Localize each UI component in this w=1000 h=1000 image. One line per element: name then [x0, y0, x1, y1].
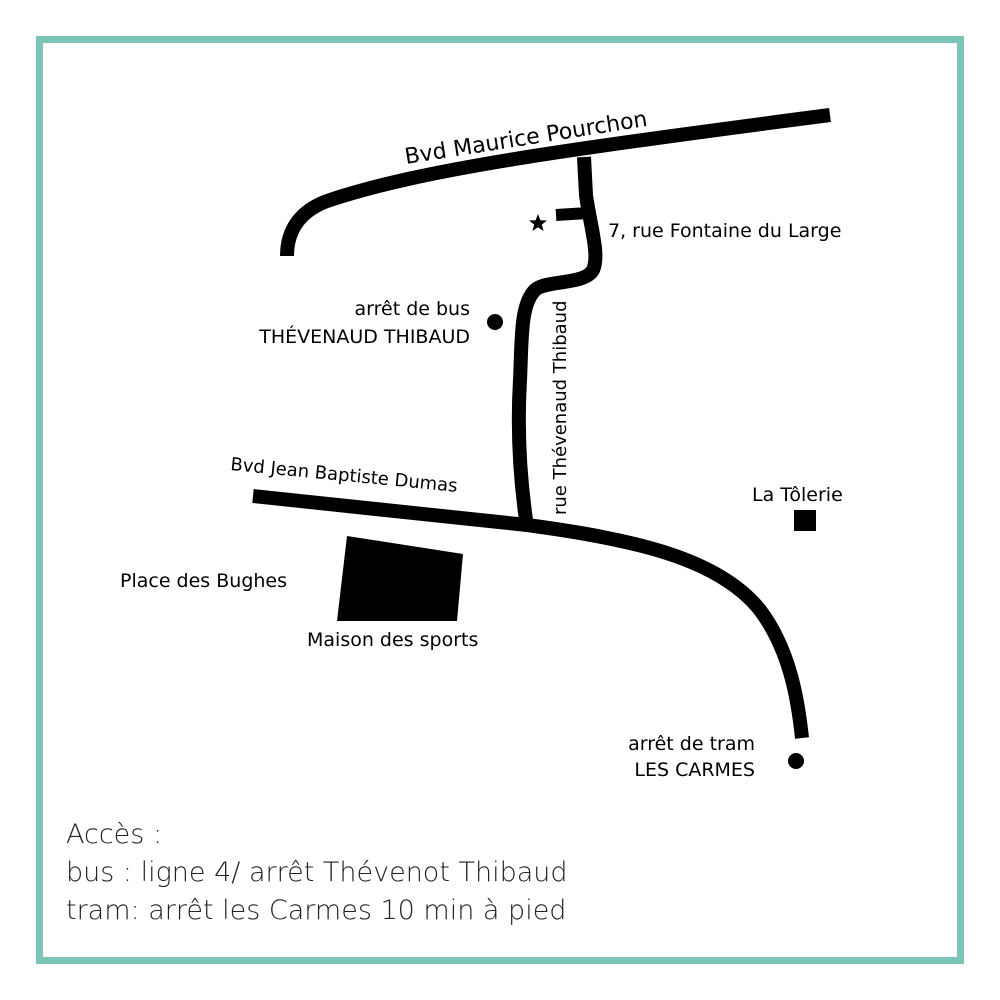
- access-bus: bus : ligne 4/ arrêt Thévenot Thibaud: [66, 857, 568, 888]
- label-tram-stop-name: LES CARMES: [634, 759, 755, 781]
- square-marker-icon: [794, 510, 816, 531]
- access-tram: tram: arrêt les Carmes 10 min à pied: [66, 895, 567, 926]
- label-la-tolerie: La Tôlerie: [752, 484, 843, 506]
- circle-marker-icon: [487, 314, 503, 330]
- label-tram-stop-title: arrêt de tram: [628, 733, 755, 755]
- road-bvd-jean-baptiste-dumas: [252, 489, 809, 739]
- building-block-icon: [337, 536, 463, 621]
- circle-marker-icon: [788, 753, 804, 769]
- label-bus-stop-title: arrêt de bus: [355, 298, 470, 320]
- access-info: Accès : bus : ligne 4/ arrêt Thévenot Th…: [66, 816, 568, 930]
- road-bvd-maurice-pourchon: [280, 108, 831, 257]
- label-rue-thevenaud-thibaud: rue Thévenaud Thibaud: [550, 301, 571, 516]
- map-frame: [36, 36, 964, 964]
- label-bus-stop-name: THÉVENAUD THIBAUD: [258, 325, 470, 348]
- star-icon: [529, 214, 547, 231]
- access-title: Accès :: [66, 819, 163, 850]
- label-place-des-bughes: Place des Bughes: [120, 570, 287, 592]
- label-maison-des-sports: Maison des sports: [307, 629, 478, 651]
- label-rue-fontaine-du-large: 7, rue Fontaine du Large: [608, 220, 841, 242]
- road-spur-destination: [555, 207, 589, 221]
- road-rue-fontaine-du-large: [511, 156, 603, 529]
